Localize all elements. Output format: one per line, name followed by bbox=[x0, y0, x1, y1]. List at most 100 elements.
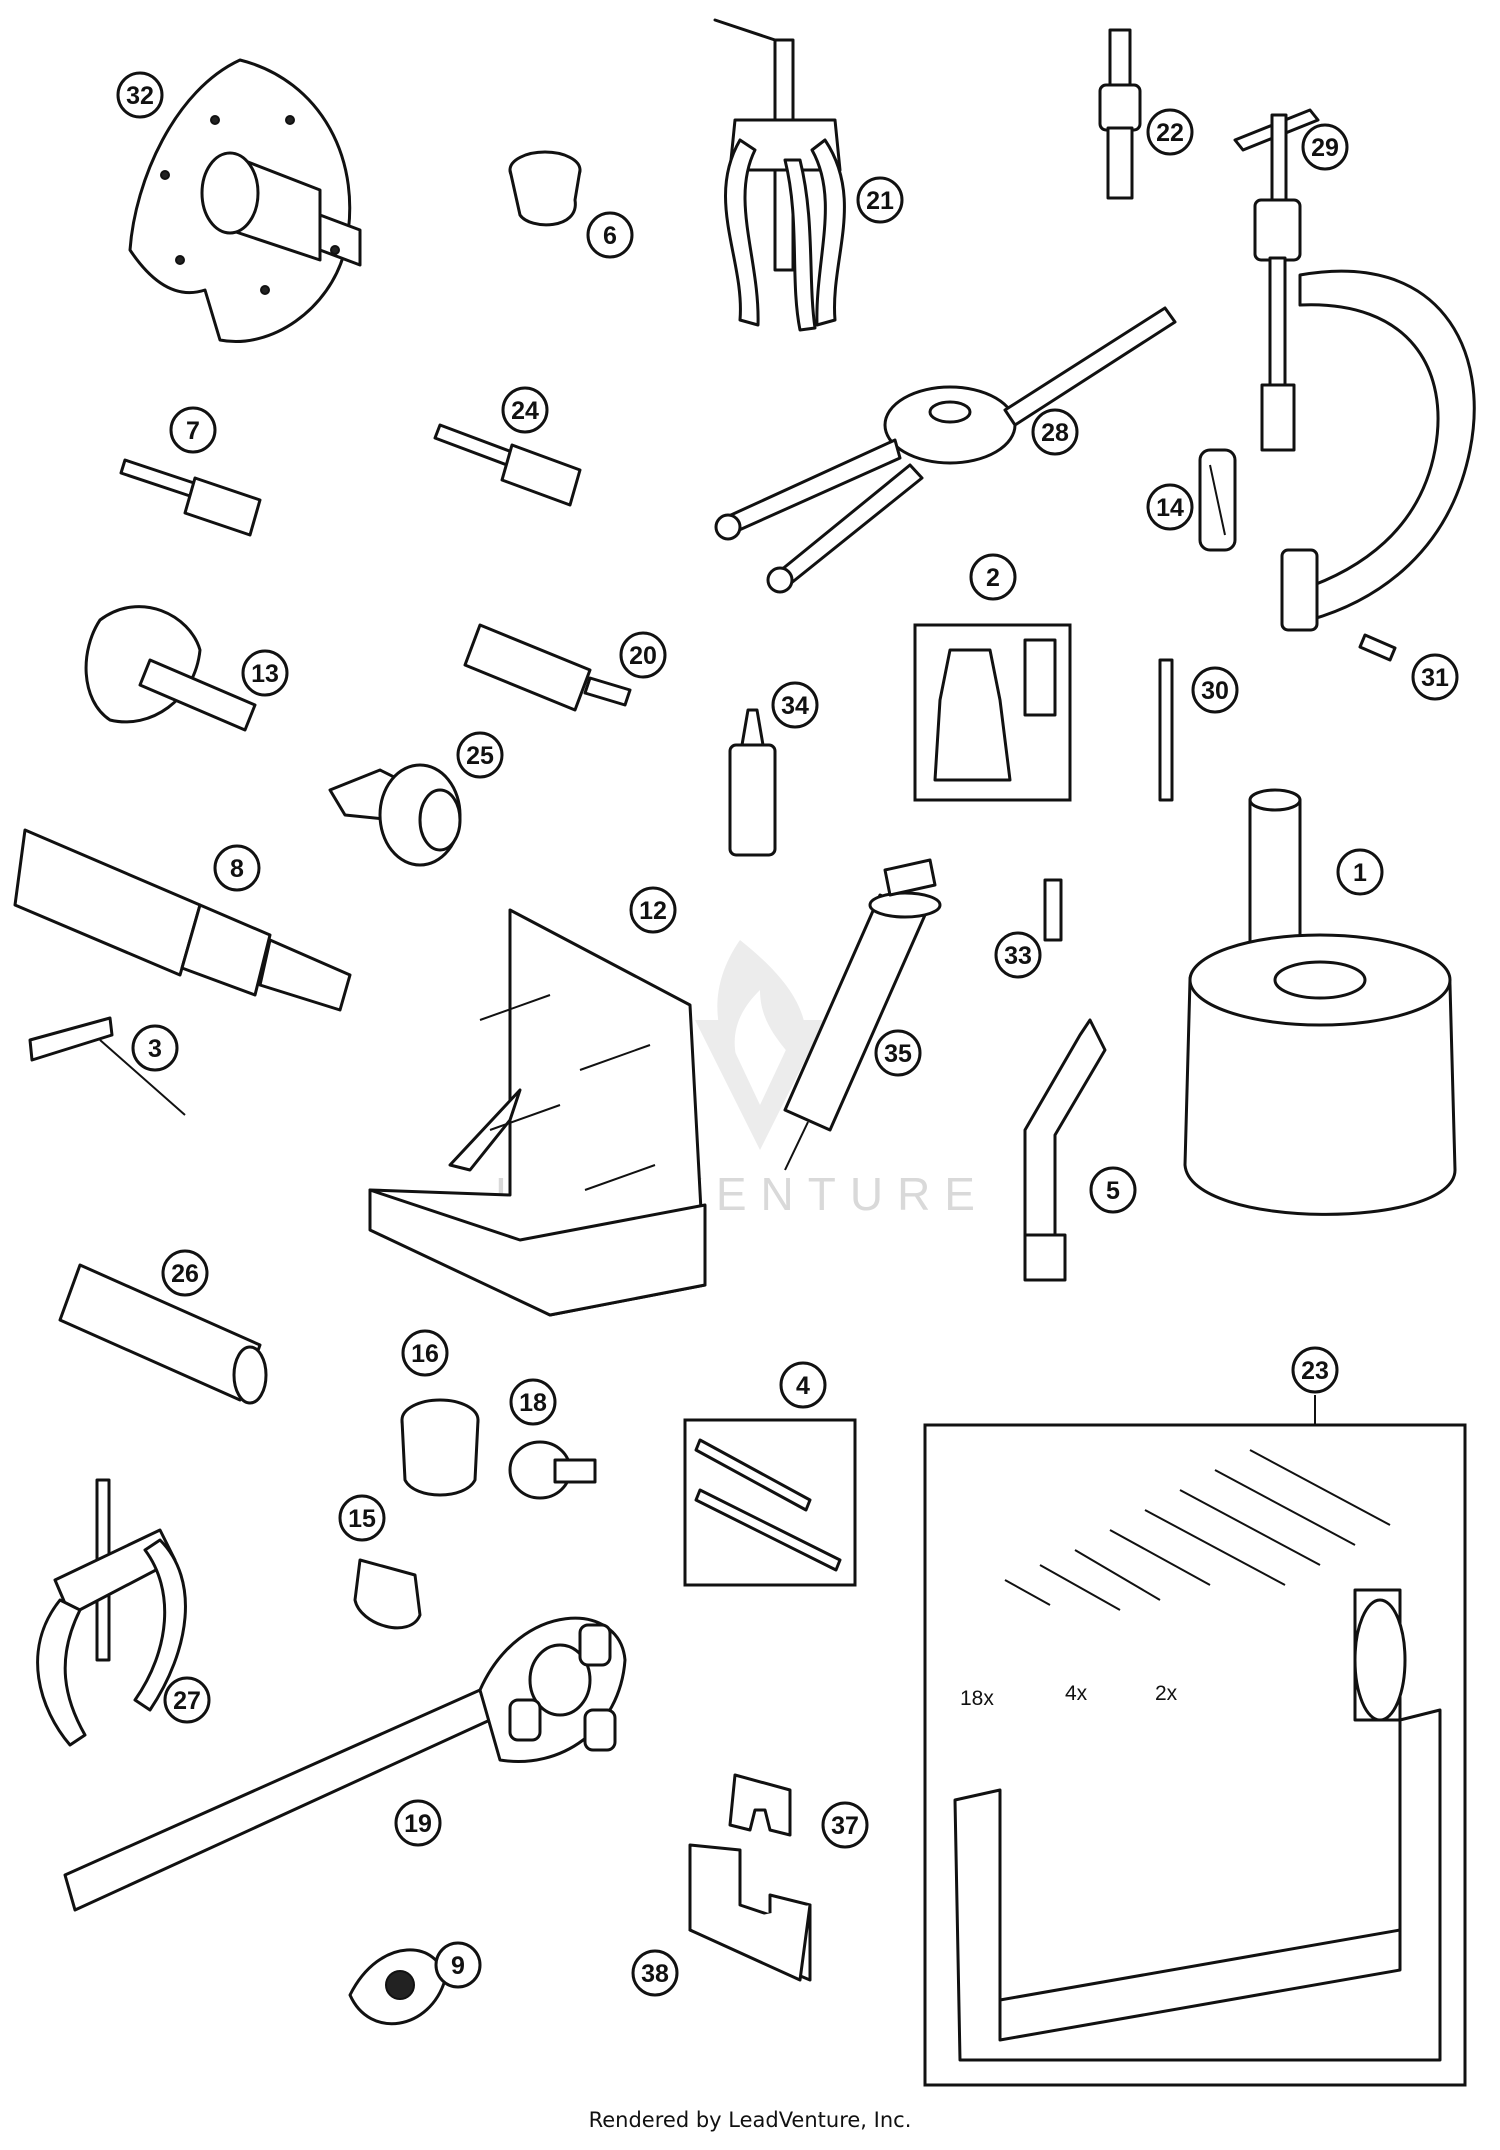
callout-9: 9 bbox=[434, 1941, 482, 1989]
svg-text:12: 12 bbox=[639, 897, 667, 925]
callout-38: 38 bbox=[631, 1949, 679, 1997]
part-22-puller-bolt bbox=[1098, 28, 1142, 200]
callout-37: 37 bbox=[821, 1801, 869, 1849]
part-16-ring bbox=[400, 1398, 480, 1497]
part-29-c-clamp bbox=[1233, 108, 1476, 632]
svg-text:3: 3 bbox=[148, 1035, 162, 1063]
svg-text:2: 2 bbox=[986, 564, 1000, 592]
part-28-yoke-puller bbox=[714, 306, 1177, 594]
part-38-block bbox=[688, 1843, 812, 1982]
svg-text:38: 38 bbox=[641, 1960, 669, 1988]
callout-23: 23 bbox=[1291, 1346, 1339, 1394]
footer-credit: Rendered by LeadVenture, Inc. bbox=[588, 2108, 912, 2132]
callout-34: 34 bbox=[771, 681, 819, 729]
quantity-4x: 4x bbox=[1065, 1682, 1088, 1705]
quantity-18x: 18x bbox=[960, 1687, 994, 1710]
svg-text:24: 24 bbox=[511, 397, 539, 425]
part-35-grease-gun bbox=[783, 858, 942, 1171]
callout-35: 35 bbox=[874, 1029, 922, 1077]
callout-24: 24 bbox=[501, 386, 549, 434]
part-5-bent-wrench bbox=[1023, 1018, 1107, 1282]
svg-text:22: 22 bbox=[1156, 119, 1184, 147]
callout-2: 2 bbox=[969, 553, 1017, 601]
svg-text:37: 37 bbox=[831, 1812, 859, 1840]
callout-16: 16 bbox=[401, 1329, 449, 1377]
callout-20: 20 bbox=[619, 631, 667, 679]
watermark-flame-logo bbox=[717, 940, 807, 1070]
svg-text:6: 6 bbox=[603, 222, 617, 250]
svg-text:27: 27 bbox=[173, 1687, 201, 1715]
svg-text:9: 9 bbox=[451, 1952, 465, 1980]
part-25-socket bbox=[328, 763, 462, 867]
svg-text:28: 28 bbox=[1041, 419, 1069, 447]
svg-text:16: 16 bbox=[411, 1340, 439, 1368]
callout-29: 29 bbox=[1301, 123, 1349, 171]
part-34-bottle bbox=[728, 708, 777, 857]
svg-text:35: 35 bbox=[884, 1040, 912, 1068]
callout-21: 21 bbox=[856, 176, 904, 224]
callout-32: 32 bbox=[116, 71, 164, 119]
callout-18: 18 bbox=[509, 1378, 557, 1426]
callout-30: 30 bbox=[1191, 666, 1239, 714]
svg-text:1: 1 bbox=[1353, 859, 1367, 887]
part-13-knob-pin bbox=[84, 605, 257, 732]
part-18-collar-pin bbox=[508, 1440, 597, 1500]
part-3-hex-key-set bbox=[28, 1016, 186, 1116]
part-7-pin bbox=[119, 458, 262, 537]
callout-12: 12 bbox=[629, 886, 677, 934]
part-24-pin bbox=[433, 423, 582, 507]
part-4-bolt-set bbox=[683, 1418, 857, 1587]
svg-text:18: 18 bbox=[519, 1389, 547, 1417]
callout-15: 15 bbox=[338, 1494, 386, 1542]
watermark-v-logo bbox=[695, 1020, 825, 1150]
part-19-spanner-wrench bbox=[63, 1616, 627, 1912]
svg-text:23: 23 bbox=[1301, 1357, 1329, 1385]
callout-4: 4 bbox=[779, 1361, 827, 1409]
part-6-ring bbox=[508, 150, 582, 227]
svg-text:29: 29 bbox=[1311, 134, 1339, 162]
svg-text:26: 26 bbox=[171, 1260, 199, 1288]
svg-text:13: 13 bbox=[251, 660, 279, 688]
part-27-two-jaw-puller bbox=[36, 1478, 187, 1747]
callout-1: 1 bbox=[1336, 848, 1384, 896]
callout-19: 19 bbox=[394, 1799, 442, 1847]
callout-27: 27 bbox=[163, 1676, 211, 1724]
svg-text:31: 31 bbox=[1421, 664, 1449, 692]
callout-7: 7 bbox=[169, 406, 217, 454]
svg-text:19: 19 bbox=[404, 1810, 432, 1838]
quantity-2x: 2x bbox=[1155, 1682, 1178, 1705]
part-8-installer-tube bbox=[13, 828, 352, 1012]
svg-text:5: 5 bbox=[1106, 1177, 1120, 1205]
svg-text:34: 34 bbox=[781, 692, 809, 720]
part-15-cap bbox=[353, 1558, 422, 1630]
part-31-screw bbox=[1358, 633, 1397, 662]
svg-text:30: 30 bbox=[1201, 677, 1229, 705]
callout-26: 26 bbox=[161, 1249, 209, 1297]
part-12-bracket bbox=[368, 908, 707, 1317]
svg-text:4: 4 bbox=[796, 1372, 810, 1400]
part-21-three-jaw-puller bbox=[713, 18, 846, 332]
callout-28: 28 bbox=[1031, 408, 1079, 456]
part-26-socket-wrench bbox=[58, 1263, 268, 1405]
svg-text:8: 8 bbox=[230, 855, 244, 883]
callout-3: 3 bbox=[131, 1024, 179, 1072]
callout-22: 22 bbox=[1146, 108, 1194, 156]
svg-text:32: 32 bbox=[126, 82, 154, 110]
callout-25: 25 bbox=[456, 731, 504, 779]
part-1-press-tool bbox=[1183, 788, 1457, 1216]
part-37-plate bbox=[728, 1773, 792, 1837]
svg-text:25: 25 bbox=[466, 742, 494, 770]
part-33-small-pin bbox=[1043, 878, 1063, 942]
part-20-pin bbox=[463, 623, 632, 712]
callout-8: 8 bbox=[213, 844, 261, 892]
part-30-rod bbox=[1158, 658, 1174, 802]
part-23-engine-stand bbox=[923, 1395, 1467, 2087]
svg-text:7: 7 bbox=[186, 417, 200, 445]
svg-text:14: 14 bbox=[1156, 494, 1184, 522]
part-14-sleeve bbox=[1198, 448, 1237, 552]
callout-14: 14 bbox=[1146, 483, 1194, 531]
callout-13: 13 bbox=[241, 649, 289, 697]
svg-text:15: 15 bbox=[348, 1505, 376, 1533]
svg-text:20: 20 bbox=[629, 642, 657, 670]
